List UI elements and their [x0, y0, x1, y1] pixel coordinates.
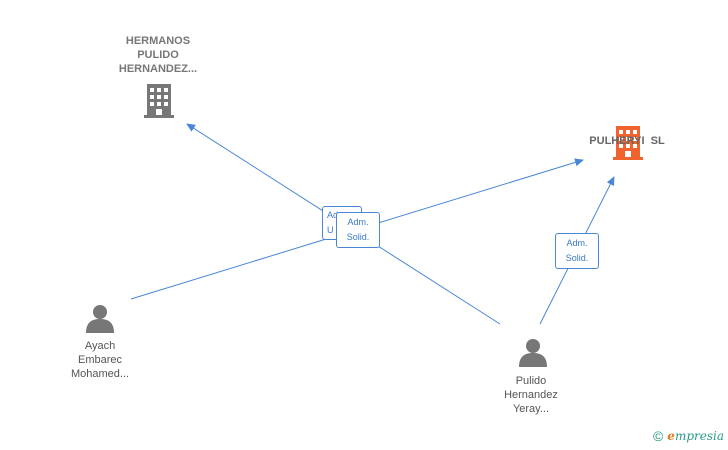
label-line: PULIDO	[137, 49, 179, 61]
copyright-symbol: ©	[652, 428, 664, 444]
label-line: HERNANDEZ...	[118, 63, 198, 75]
edge-label-line: U	[327, 225, 334, 235]
empresia-logo: empresia	[667, 429, 724, 443]
label-line: Embarec	[77, 354, 123, 366]
building-icon[interactable]	[144, 84, 174, 118]
edge-label-adm-solid-right[interactable]: Adm. Solid.	[555, 233, 599, 269]
label-line: Pulido	[515, 375, 547, 387]
label-line: Hernandez	[504, 389, 558, 401]
label-line: Ayach	[84, 340, 116, 352]
edge-label-line: Solid.	[346, 232, 370, 242]
label-line: PULHERYI SL	[589, 135, 665, 147]
person-icon[interactable]	[519, 339, 547, 367]
company-label-hermanos[interactable]: HERMANOS PULIDO HERNANDEZ...	[104, 34, 212, 76]
company-label-pulheryi[interactable]: PULHERYI SL	[572, 106, 682, 162]
edge-label-adm-solid[interactable]: Adm. Solid.	[336, 212, 380, 248]
label-line: HERMANOS	[125, 35, 191, 47]
person-label-pulido[interactable]: Pulido Hernandez Yeray...	[486, 374, 576, 416]
empresia-watermark: © empresia	[653, 428, 724, 444]
person-label-ayach[interactable]: Ayach Embarec Mohamed...	[55, 339, 145, 381]
edge-label-line: Adm.	[347, 217, 369, 227]
building-icon[interactable]	[613, 126, 643, 160]
edge-label-line: Solid.	[565, 253, 589, 263]
label-line: Yeray...	[512, 403, 550, 415]
label-line: Mohamed...	[70, 368, 130, 380]
edge-label-line: Adm.	[566, 238, 588, 248]
person-icon[interactable]	[86, 305, 114, 333]
